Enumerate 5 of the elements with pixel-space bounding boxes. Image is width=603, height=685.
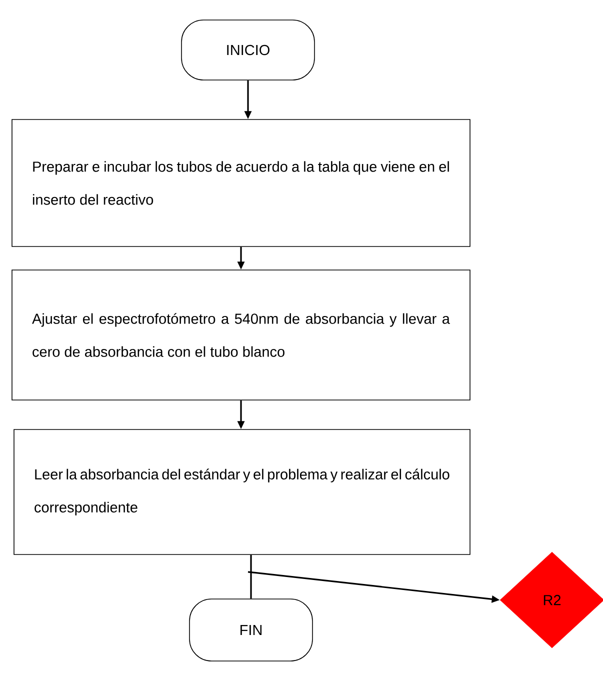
terminal-box: FIN: [189, 598, 313, 662]
process-box: Ajustar el espectrofotómetro a 540nm de absorbancia y llevar a cero de absorbancia con el tubo blanco: [12, 270, 470, 400]
terminal-box: INICIO: [181, 20, 315, 80]
process-box: Preparar e incubar los tubos de acuerdo a la tabla que viene en el inserto del reactivo: [12, 119, 470, 247]
process-box: Leer la absorbancia del estándar y el problema y realizar el cálculo correspondiente: [14, 429, 470, 555]
